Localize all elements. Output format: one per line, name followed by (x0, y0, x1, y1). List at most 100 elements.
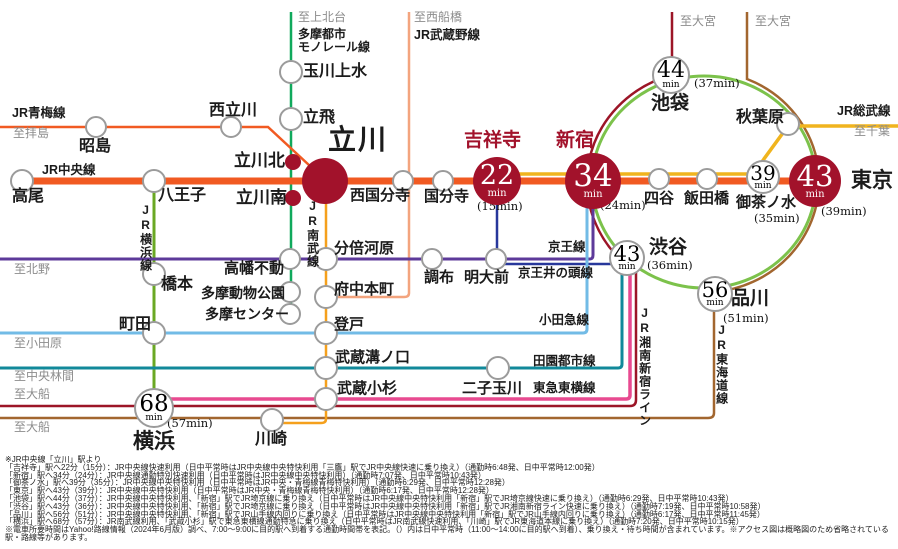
line-label-inokashira: 京王井の頭線 (518, 266, 594, 280)
station-label-shinagawa: 品川 (731, 288, 770, 309)
line-label-musashino: JR武蔵野線 (414, 28, 480, 42)
line-label-yokohama-line: JR横浜線 (138, 203, 153, 272)
time-badge-shinagawa: 56 min (697, 276, 733, 312)
destination-chuo-rinkan: 至中央林間 (14, 369, 75, 383)
line-label-shonan-shinjuku: JR湘南新宿ライン (637, 306, 652, 427)
footnote-line: 「品川」駅へ56分（51分）：JR中央線中央特快利用、「新宿」駅でJR山手線内回… (5, 509, 765, 519)
station-node-tamagawajosui (279, 60, 303, 84)
sobu-line (497, 124, 898, 176)
station-node-kokubunji (432, 170, 454, 192)
station-label-tachikawaminami: 立川南 (236, 188, 287, 207)
station-node-machida (142, 321, 166, 345)
destination-odawara: 至小田原 (14, 336, 63, 350)
station-label-kokubunji: 国分寺 (424, 188, 470, 205)
station-node-tamacenter (279, 303, 301, 325)
time-value: 44 (657, 58, 685, 84)
tokaido-line (0, 12, 821, 420)
time-alt-ikebukuro: (37min) (694, 76, 740, 90)
time-unit: min (583, 189, 603, 201)
station-label-ikebukuro: 池袋 (651, 93, 690, 114)
keio-inokashira-line (495, 205, 612, 266)
time-alt-ochanomizu: (35min) (754, 211, 800, 225)
station-node-futakotamagawa (486, 356, 510, 380)
station-label-yotsuya: 四谷 (644, 190, 675, 207)
footnote-line: ※電車所要時間はYahoo!路線情報（2024年6月版）調べ、7:00～9:00… (5, 525, 889, 542)
time-badge-tokyo: 43 min (789, 155, 841, 207)
shonan-shinjuku-line (0, 262, 638, 408)
station-nodes (10, 60, 800, 432)
station-node-takahatafudo (279, 248, 301, 270)
station-label-chofu: 調布 (424, 269, 455, 286)
station-node-nishitachikawa (220, 116, 242, 138)
station-label-shinjuku: 新宿 (556, 130, 595, 151)
line-label-chuo: JR中央線 (42, 163, 96, 177)
footnote-line: 「御茶ノ水」駅へ39分（35分）：JR中央線中央特快利用（日中平常時はJR中央・… (5, 478, 510, 488)
footnote-line: 「渋谷」駅へ43分（36分）：JR中央線中央特快利用、「新宿」駅でJR埼京線に乗… (5, 501, 766, 511)
keio-line (0, 186, 595, 261)
station-node-noborito (314, 321, 338, 345)
station-label-iidabashi: 飯田橋 (684, 190, 730, 207)
time-value: 43 (613, 241, 641, 266)
line-label-denentoshi: 田園都市線 (533, 354, 596, 368)
line-label-sobu: JR総武線 (837, 104, 891, 118)
line-label-ome: JR青梅線 (12, 106, 66, 120)
footnote-line: 「東京」駅へ43分（39分）：JR中央線中央特快利用（日中平常時はJR中央・青梅… (5, 486, 494, 496)
time-badge-ikebukuro: 44 min (652, 56, 690, 94)
station-node-tachikawakita (285, 154, 301, 170)
station-node-chofu (421, 248, 443, 270)
destination-kamikitadai: 至上北台 (298, 10, 347, 24)
station-label-nishitachikawa: 西立川 (209, 102, 258, 119)
destination-chiba: 至千葉 (854, 124, 891, 138)
time-badge-shinjuku: 34 min (565, 153, 621, 209)
time-alt-shinagawa: (51min) (723, 311, 769, 325)
station-label-tachikawa: 立川 (328, 124, 389, 155)
station-label-tachikawakita: 立川北 (234, 151, 285, 170)
time-alt-yokohama: (57min) (167, 416, 213, 430)
station-label-kawasaki: 川崎 (255, 431, 288, 448)
time-value: 34 (573, 157, 613, 194)
station-label-tamadobutsukoen: 多摩動物公園 (201, 285, 285, 301)
time-unit: min (706, 298, 724, 309)
station-label-musashimizonokuchi: 武蔵溝ノ口 (335, 349, 411, 366)
station-node-fuchuhommachi (314, 285, 338, 309)
odakyu-line (0, 205, 589, 335)
station-label-hachioji: 八王子 (158, 187, 207, 204)
station-node-musashimizonokuchi (314, 356, 338, 380)
station-label-nishikokubunji: 西国分寺 (350, 187, 411, 204)
station-label-bubaigawara: 分倍河原 (334, 240, 395, 257)
time-value: 39 (750, 160, 776, 185)
time-alt-shibuya: (36min) (647, 258, 693, 272)
time-unit: min (662, 79, 680, 90)
station-label-hashimoto: 橋本 (161, 276, 194, 293)
destination-nishifunabashi: 至西船橋 (414, 10, 463, 24)
station-node-akishima (85, 116, 107, 138)
time-badge-yokohama: 68 min (134, 388, 174, 428)
station-label-ochanomizu: 御茶ノ水 (736, 194, 797, 211)
station-label-akishima: 昭島 (79, 138, 112, 155)
musashino-line (337, 12, 411, 299)
line-label-toyoko: 東急東横線 (533, 381, 596, 395)
station-label-tamacenter: 多摩センター (205, 306, 289, 322)
footnote-line: 「池袋」駅へ44分（37分）：JR中央線中央特快利用、「新宿」駅でJR埼京線に乗… (5, 493, 734, 503)
destination-omiya-right: 至大宮 (755, 14, 792, 28)
time-value: 68 (139, 390, 169, 417)
destination-ofuna-upper: 至大船 (14, 387, 51, 401)
station-node-bubaigawara (314, 247, 338, 271)
time-unit: min (805, 188, 825, 200)
station-node-hachioji (142, 169, 166, 193)
station-label-takao: 高尾 (12, 188, 45, 205)
destination-haijima: 至拝島 (13, 126, 50, 140)
nambu-line (282, 203, 328, 425)
time-unit: min (487, 187, 507, 199)
line-label-odakyu: 小田急線 (539, 313, 590, 327)
time-value: 22 (479, 160, 515, 192)
toyoko-line (170, 272, 632, 401)
station-label-tachihi: 立飛 (303, 109, 336, 126)
destination-ofuna-lower: 至大船 (14, 420, 51, 434)
footnotes: ※JR中央線「立川」駅より 「吉祥寺」駅へ22分（15分）：JR中央線快速利用（… (5, 456, 895, 542)
station-node-tachikawa (302, 158, 348, 204)
station-node-nishikokubunji (392, 170, 414, 192)
footnote-line: 「横浜」駅へ68分（57分）：JR南武線利用、「武蔵小杉」駅で東急東横線通勤特急… (5, 517, 744, 527)
denentoshi-line (0, 272, 624, 370)
